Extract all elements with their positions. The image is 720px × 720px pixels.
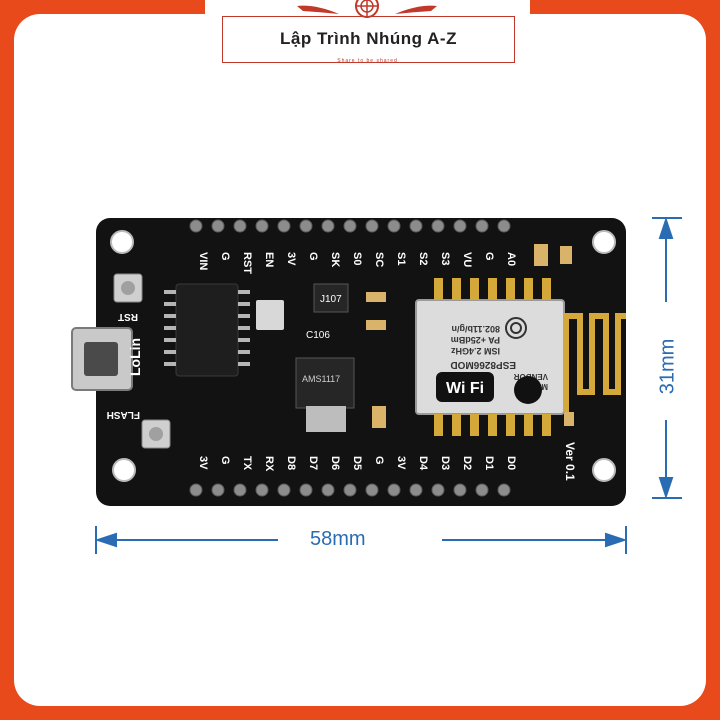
- pin-label: 3V: [197, 456, 209, 470]
- rst-label: RST: [118, 311, 138, 322]
- brand-banner: Lập Trình Nhúng A-Z Share to be shared: [205, 0, 530, 74]
- flash-button: [141, 419, 171, 449]
- pin-label: S0: [351, 252, 363, 265]
- crystal: [256, 300, 284, 330]
- pin-label: D2: [461, 456, 473, 470]
- pin-label: RST: [241, 252, 253, 274]
- module-spec: 802.11b/g/n: [451, 324, 500, 334]
- pin-label: D7: [307, 456, 319, 470]
- pin-label: TX: [241, 456, 253, 471]
- pin-label: D3: [439, 456, 451, 470]
- brand-name: Lập Trình Nhúng A-Z: [280, 29, 457, 48]
- pin-label: D6: [329, 456, 341, 470]
- pin-label: G: [219, 252, 231, 261]
- c106-label: C106: [306, 330, 330, 341]
- brand-box: Lập Trình Nhúng A-Z: [222, 16, 515, 63]
- version-label: Ver 0.1: [563, 442, 577, 481]
- module-castellations: [434, 278, 551, 436]
- flash-label: FLASH: [107, 409, 140, 420]
- j107-label: J107: [320, 294, 342, 305]
- pin-label: D1: [483, 456, 495, 470]
- pin-label: G: [219, 456, 231, 465]
- pin-label: D8: [285, 456, 297, 470]
- micro-usb-connector: [71, 327, 133, 391]
- chip-legs: [164, 290, 250, 366]
- pin-label: S1: [395, 252, 407, 265]
- module-spec: ISM 2.4GHz: [450, 346, 500, 356]
- pin-label: G: [373, 456, 385, 465]
- pin-label: 3V: [395, 456, 407, 470]
- pin-label: EN: [263, 252, 275, 267]
- pcb-antenna-icon: [563, 313, 626, 412]
- top-header-pins: [189, 219, 511, 233]
- pin-label: 3V: [285, 252, 297, 266]
- wifi-logo-icon: [514, 376, 542, 404]
- regulator-label: AMS1117: [302, 374, 340, 384]
- pin-label: VIN: [197, 252, 209, 270]
- top-pin-labels: VIN G RST EN 3V G SK S0 SC S1 S2 S3 VU G…: [197, 252, 517, 274]
- pin-label: A0: [505, 252, 517, 266]
- smd-components: [366, 244, 574, 428]
- mounting-holes: [110, 230, 616, 482]
- lolin-label: LoLin: [127, 338, 143, 376]
- module-model: ESP8266MOD: [450, 359, 516, 370]
- brand-tagline: Share to be shared: [337, 58, 398, 64]
- pin-label: G: [483, 252, 495, 261]
- pin-label: D4: [417, 456, 429, 471]
- wifi-text: Wi Fi: [446, 380, 484, 397]
- wings-logo-icon: [297, 5, 437, 14]
- pin-label: SC: [373, 252, 385, 267]
- pin-label: VU: [461, 252, 473, 267]
- usb-uart-chip: [175, 283, 239, 377]
- width-dimension: [94, 526, 628, 554]
- pin-label: RX: [263, 456, 275, 472]
- pin-label: G: [307, 252, 319, 261]
- module-spec: PA +25dBm: [451, 335, 500, 345]
- height-dimension: [652, 216, 682, 500]
- pin-label: D5: [351, 456, 363, 470]
- bottom-pin-labels: 3V G TX RX D8 D7 D6 D5 G 3V D4 D3 D2 D1 …: [197, 456, 517, 472]
- voltage-regulator: [295, 357, 355, 409]
- width-label: 58mm: [310, 528, 366, 550]
- pin-label: D0: [505, 456, 517, 470]
- bottom-header-pins: [189, 483, 511, 497]
- pin-label: S2: [417, 252, 429, 265]
- rst-button: [113, 273, 143, 303]
- regulator-tab: [306, 406, 346, 432]
- pin-label: S3: [439, 252, 451, 265]
- pin-label: SK: [329, 252, 341, 267]
- target-logo-icon: [355, 0, 379, 18]
- fcc-logo-icon: [505, 317, 527, 339]
- capacitor-j107: [313, 283, 349, 313]
- height-label: 31mm: [656, 338, 679, 395]
- wifi-badge: [436, 372, 494, 402]
